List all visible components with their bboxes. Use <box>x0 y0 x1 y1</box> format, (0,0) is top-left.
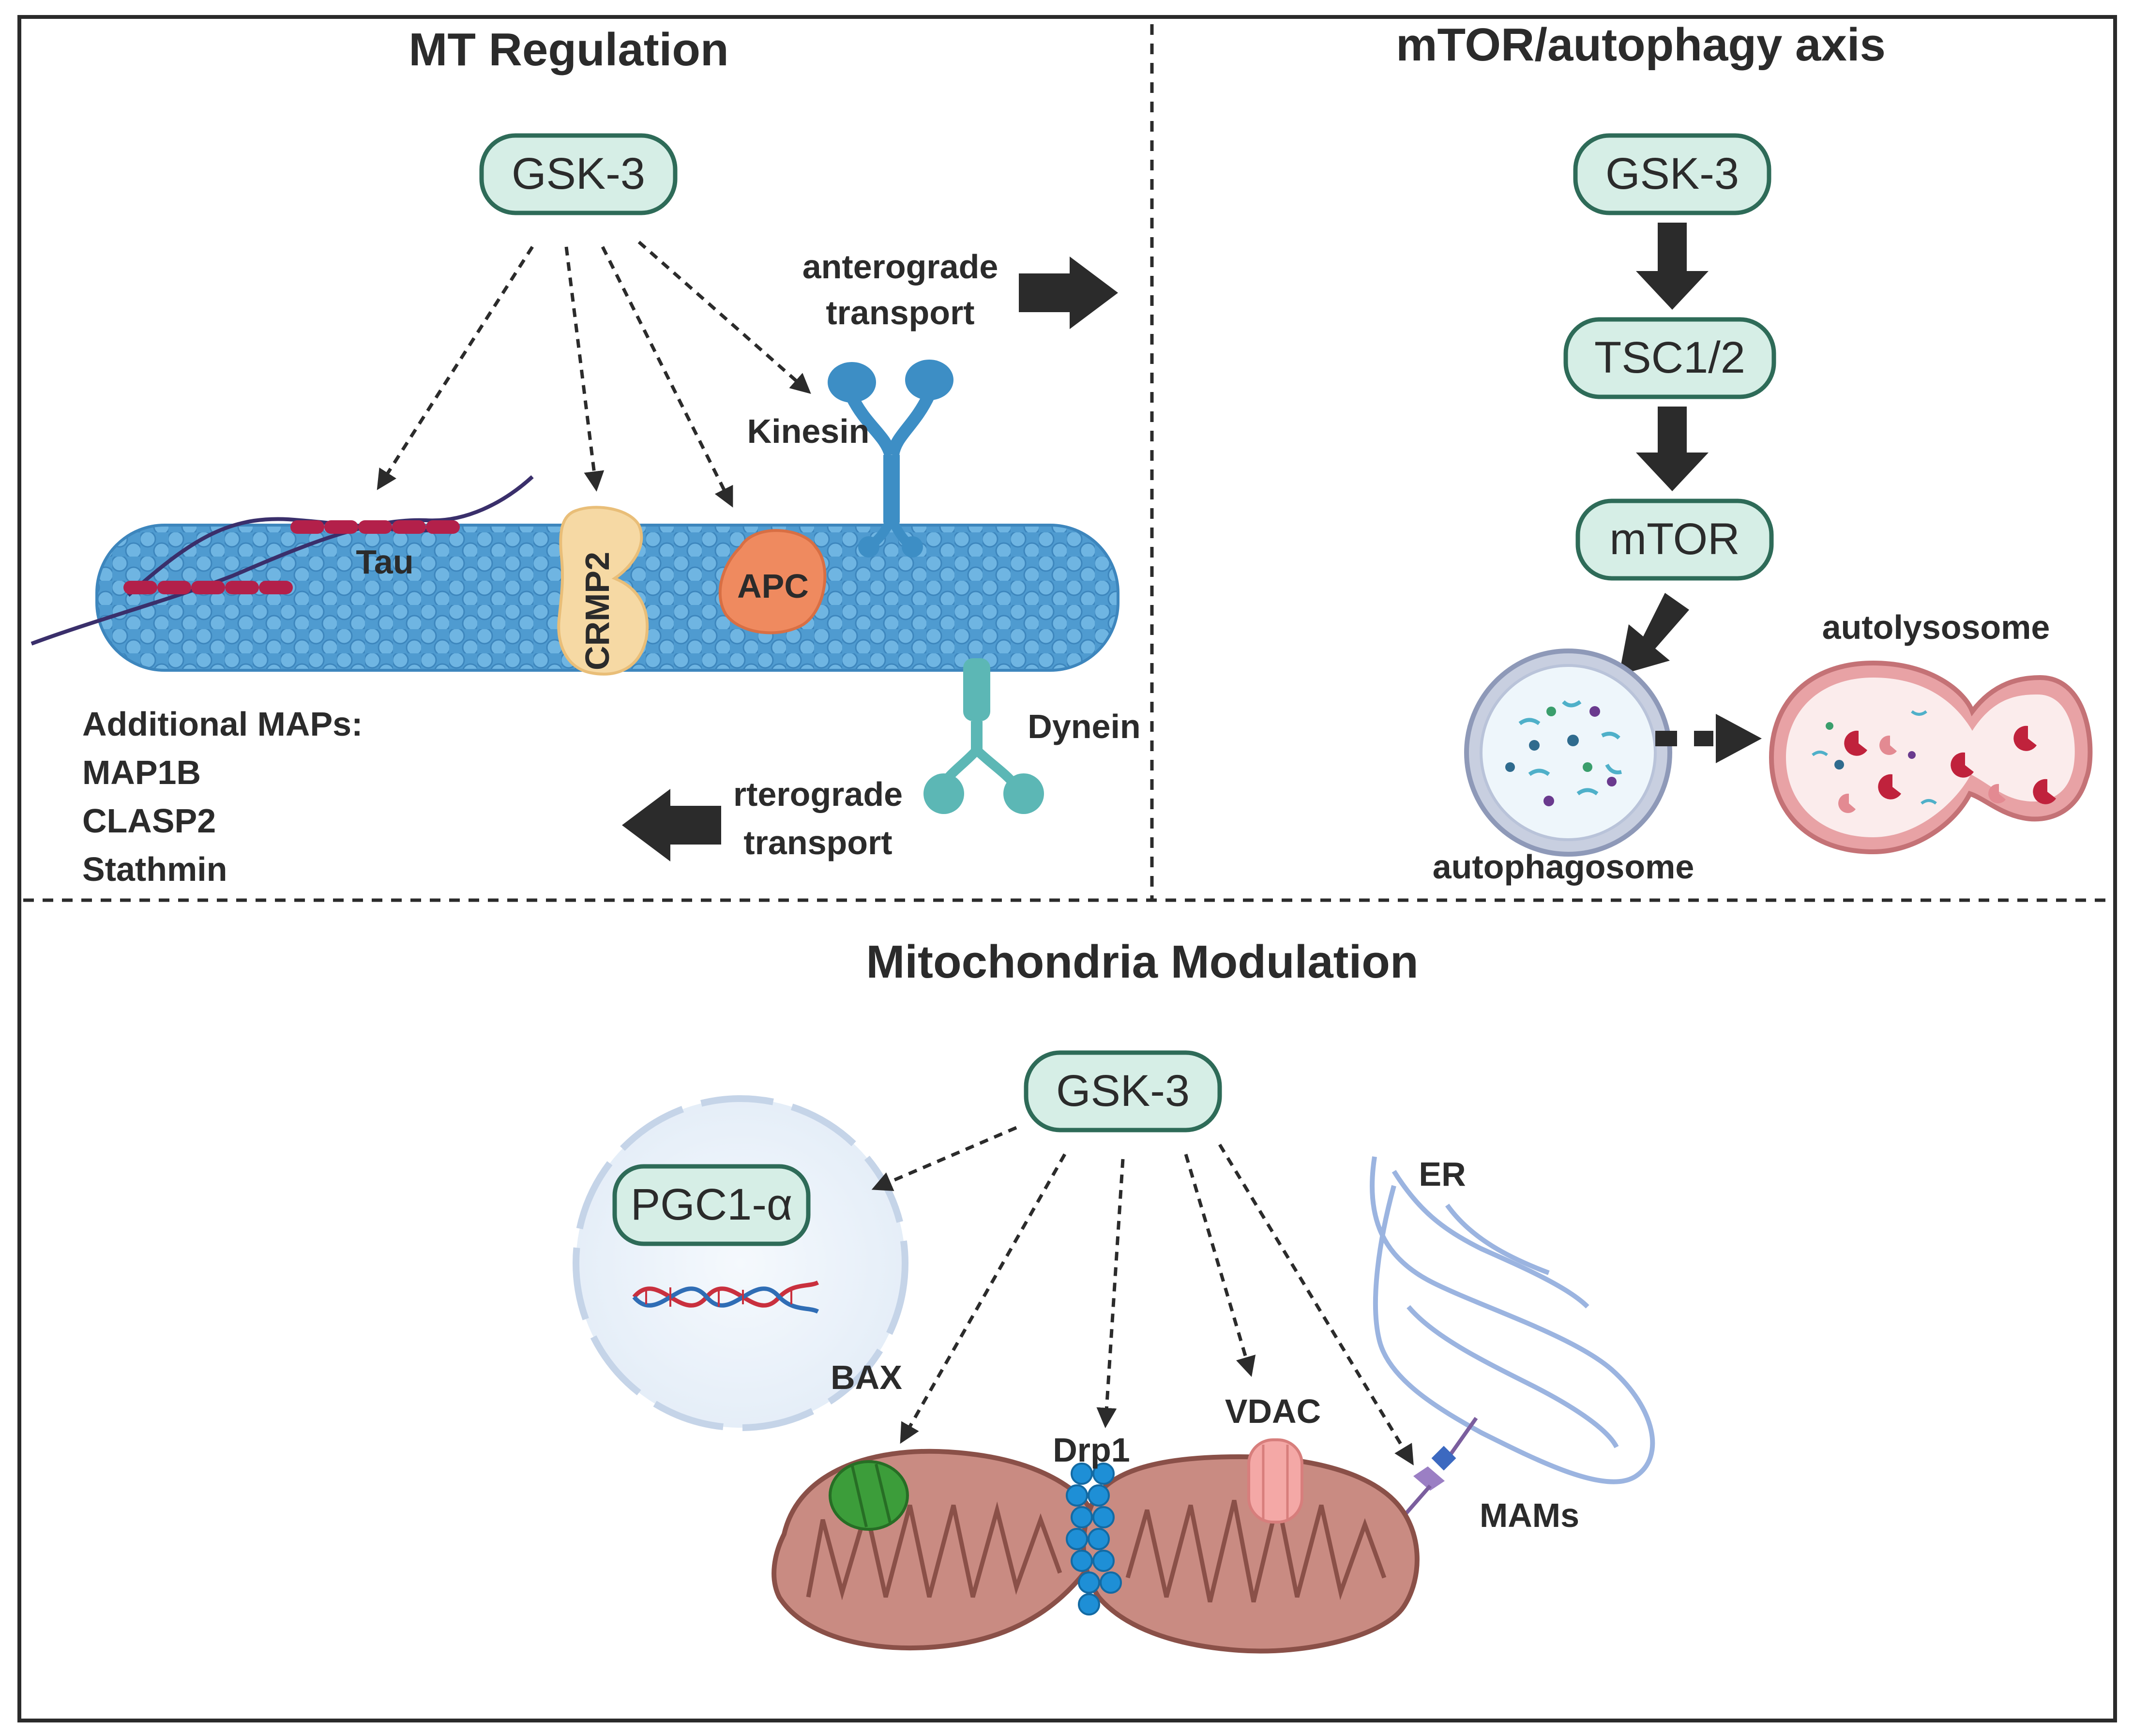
crmp2-label: CRMP2 <box>578 552 616 670</box>
apc-label: APC <box>737 567 809 605</box>
vdac-label: VDAC <box>1225 1392 1321 1430</box>
dynein-label: Dynein <box>1028 708 1140 745</box>
mtor-autophagy-panel: mTOR/autophagy axis GSK-3 TSC1/2 mTOR <box>1396 19 2093 886</box>
drp1-label: Drp1 <box>1053 1431 1130 1469</box>
endoplasmic-reticulum: ER <box>1370 1155 1655 1484</box>
anterograde-arrow <box>1019 257 1118 329</box>
vdac-channel: VDAC <box>1225 1392 1321 1524</box>
mt-panel-title: MT Regulation <box>408 24 728 75</box>
anterograde-label: anterograde <box>802 248 998 286</box>
gsk3-node-mt: GSK-3 <box>479 133 678 215</box>
mito-panel-title: Mitochondria Modulation <box>866 936 1418 988</box>
autolysosome: autolysosome <box>1769 608 2093 855</box>
autolysosome-label: autolysosome <box>1822 608 2050 646</box>
stathmin-label: Stathmin <box>82 850 227 888</box>
outer-frame <box>17 15 2117 1722</box>
svg-text:TSC1/2: TSC1/2 <box>1594 333 1745 382</box>
svg-text:GSK-3: GSK-3 <box>1056 1066 1190 1116</box>
autophagosome: autophagosome <box>1433 649 1694 886</box>
arrow-tsc-to-mtor <box>1636 407 1709 491</box>
crmp2-protein: CRMP2 <box>557 506 649 676</box>
pgc1a-node: PGC1-α <box>612 1164 811 1246</box>
gsk3-node-mito: GSK-3 <box>1024 1050 1222 1132</box>
dynein-motor: Dynein <box>923 658 1141 814</box>
tsc12-node: TSC1/2 <box>1563 317 1776 399</box>
mams-label: MAMs <box>1480 1496 1579 1534</box>
svg-text:GSK-3: GSK-3 <box>1605 149 1739 198</box>
additional-maps-header: Additional MAPs: <box>82 705 363 743</box>
map1b-label: MAP1B <box>82 754 201 791</box>
gsk3-node-mtor: GSK-3 <box>1573 133 1771 215</box>
er-label: ER <box>1419 1155 1466 1193</box>
anterograde-transport-label: transport <box>826 294 974 332</box>
arrow-mtor-to-autophagosome <box>1619 593 1689 675</box>
nucleus: PGC1-α <box>573 1095 908 1431</box>
retrograde-transport-label: transport <box>743 824 892 861</box>
kinesin-motor: Kinesin <box>747 360 953 558</box>
dna-helix-icon <box>632 1280 819 1314</box>
bax-channel: BAX <box>829 1359 909 1531</box>
clasp2-label: CLASP2 <box>82 802 216 840</box>
retrograde-arrow <box>622 789 721 861</box>
tau-protein: Tau <box>30 475 534 646</box>
retrograde-label: rterograde <box>733 775 903 813</box>
tau-label: Tau <box>356 543 413 581</box>
autophagosome-label: autophagosome <box>1433 848 1694 886</box>
bax-label: BAX <box>831 1359 902 1396</box>
mtor-node: mTOR <box>1575 498 1774 581</box>
mtor-panel-title: mTOR/autophagy axis <box>1396 19 1886 71</box>
mitochondria-panel: Mitochondria Modulation GSK-3 PGC1-α <box>573 936 1655 1654</box>
arrow-autophagosome-to-autolysosome <box>1655 714 1762 763</box>
svg-text:GSK-3: GSK-3 <box>512 149 645 198</box>
drp1-ring: Drp1 <box>1053 1431 1130 1615</box>
svg-text:PGC1-α: PGC1-α <box>631 1180 792 1229</box>
mito-dashed-arrows <box>871 1126 1414 1465</box>
mt-dashed-arrows <box>377 241 811 508</box>
mt-regulation-panel: MT Regulation GSK-3 anterograde transpor… <box>30 24 1141 888</box>
apc-protein: APC <box>718 529 827 634</box>
kinesin-label: Kinesin <box>747 412 870 450</box>
arrow-gsk3-to-tsc <box>1636 223 1709 310</box>
svg-text:mTOR: mTOR <box>1609 514 1740 564</box>
